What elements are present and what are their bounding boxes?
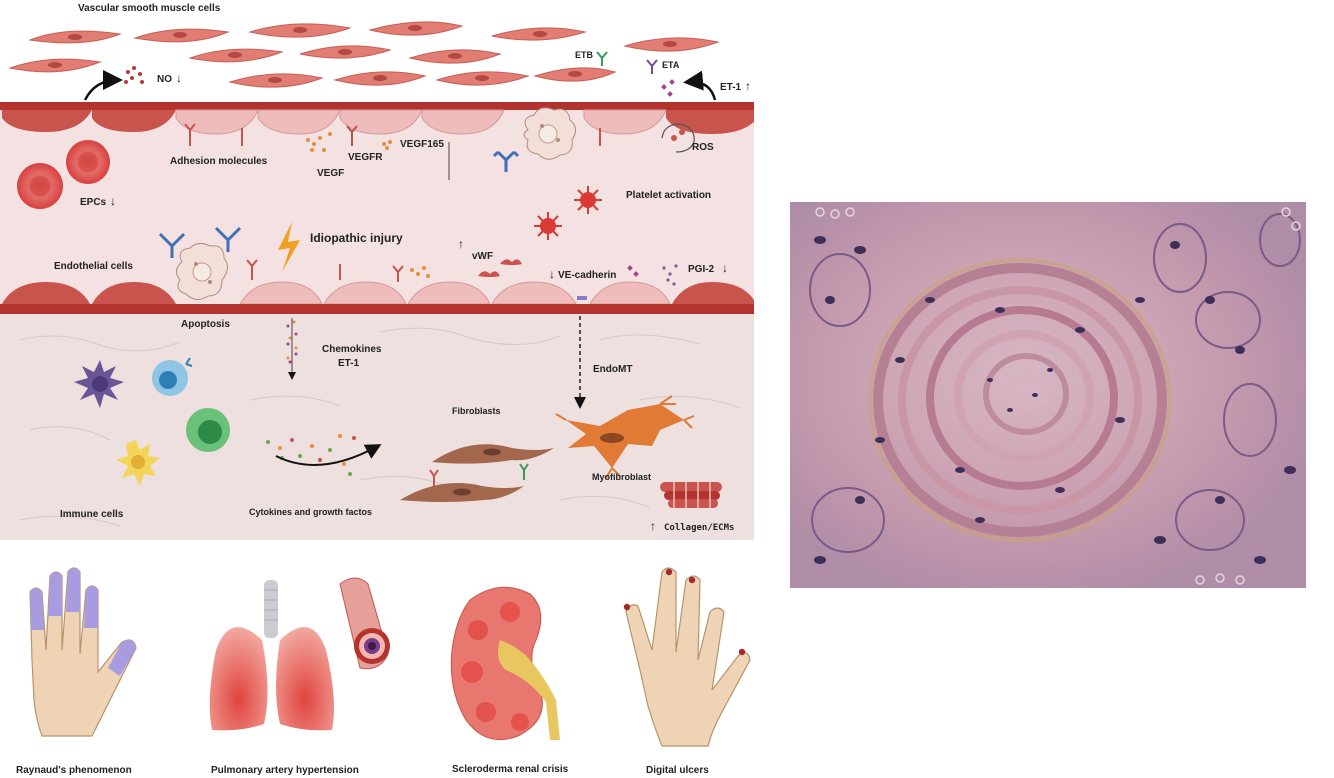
antibody-icon-2 (158, 232, 186, 258)
pgi2-down-arrow-icon: ↓ (722, 261, 728, 275)
antibody-icon (492, 150, 520, 172)
epcs-label: EPCs (80, 197, 107, 208)
src-label: Scleroderma renal crisis (452, 764, 569, 775)
collagen-up-arrow-icon: ↑ (650, 519, 656, 533)
apoptosis-label: Apoptosis (181, 319, 230, 330)
cytokines-label: Cytokines and growth factos (249, 507, 372, 517)
top-endothelium (2, 109, 754, 135)
lungs-icon (209, 580, 334, 731)
kidney-icon (450, 586, 560, 740)
antibody-icon-3 (214, 226, 242, 252)
immune-label: Immune cells (60, 509, 124, 520)
vegf165-label: VEGF165 (400, 139, 444, 150)
vegfr-label: VEGFR (348, 152, 383, 163)
mast-cell-icon (116, 440, 160, 486)
vessel-lumen (0, 110, 754, 308)
vwf-molecules (478, 259, 522, 277)
receptor-icon-2 (246, 259, 258, 280)
vessel-wall-bottom (0, 304, 754, 314)
no-label: NO (157, 74, 172, 85)
vegfr-receptor-icon (346, 125, 358, 146)
etb-receptor-icon (596, 51, 608, 66)
chemokines-label: Chemokines (322, 344, 382, 355)
ulcer-hand-icon (623, 567, 751, 747)
clinical-manifestations: Raynaud's phenomenon Pulmonary artery hy… (16, 567, 751, 776)
vwf-up-arrow-icon: ↑ (458, 237, 464, 251)
vecad-down-arrow-icon: ↓ (549, 267, 555, 281)
eta-label: ETA (662, 60, 680, 70)
interstitium-texture (19, 327, 741, 527)
epcs-down-arrow-icon: ↓ (110, 194, 116, 208)
et1-release-arrow (683, 70, 717, 101)
myofibroblast-label: Myofibroblast (592, 472, 651, 482)
idiopathic-label: Idiopathic injury (310, 231, 403, 245)
vegf165-molecules (382, 140, 392, 150)
smooth-muscle-label: Vascular smooth muscle cells (78, 3, 221, 14)
no-release-arrow (83, 70, 123, 101)
ros-label: ROS (692, 142, 714, 153)
nuclei (814, 236, 1296, 564)
onion-skin-arteriole (868, 258, 1172, 542)
no-down-arrow-icon: ↓ (176, 71, 182, 85)
no-molecules (124, 66, 144, 84)
fibroblast-cells (400, 444, 554, 502)
et1-top-label: ET-1 (720, 82, 742, 93)
fibroblast-receptor-icon-2 (519, 463, 529, 480)
ros-cycle-icon (661, 123, 695, 153)
vwf-label: vWF (472, 251, 493, 262)
pathogenesis-diagram: Vascular smooth muscle cells NO ↓ ETB ET… (0, 0, 754, 540)
etb-label: ETB (575, 50, 594, 60)
immune-cells (74, 357, 230, 486)
et1-molecules (661, 79, 675, 97)
endothelial-label: Endothelial cells (54, 261, 133, 272)
vegf-molecules (306, 132, 332, 152)
pgi2-label: PGI-2 (688, 264, 715, 275)
chemokine-stream (286, 318, 298, 380)
vecad-label: VE-cadherin (558, 270, 616, 281)
apoptotic-cell-icon-2 (176, 242, 228, 300)
pulmonary-artery-icon (339, 577, 390, 670)
macrophage-icon (186, 408, 230, 452)
myofibroblast-cell (555, 395, 695, 479)
vegf-label: VEGF (317, 168, 344, 179)
epc-cells (17, 140, 110, 209)
activated-platelet-icon (534, 186, 602, 240)
raynaud-label: Raynaud's phenomenon (16, 765, 132, 776)
endomt-label: EndoMT (593, 364, 632, 375)
collagen-fibers-icon (660, 482, 722, 508)
vessel-wall-top (0, 102, 754, 110)
pah-label: Pulmonary artery hypertension (211, 765, 359, 776)
lymphocyte-icon (152, 357, 193, 396)
receptor-icon-3 (392, 265, 404, 282)
histology-image (790, 202, 1306, 588)
dendritic-cell-icon (74, 360, 124, 408)
ulcers-label: Digital ulcers (646, 765, 709, 776)
et1-mid-label: ET-1 (338, 358, 360, 369)
pgi2-molecules (662, 264, 678, 286)
et1-up-arrow-icon: ↑ (745, 79, 751, 93)
eta-receptor-icon (646, 59, 658, 74)
vegf-molecules-2 (410, 266, 430, 278)
adhesion-molecule-icon (184, 123, 196, 146)
apoptotic-cell-icon (523, 107, 576, 160)
raynaud-hand-icon (29, 567, 137, 737)
adhesion-label: Adhesion molecules (170, 156, 268, 167)
fibroblasts-label: Fibroblasts (452, 406, 501, 416)
lightning-icon (278, 222, 300, 272)
bottom-endothelium (2, 281, 754, 305)
et1-molecules-2 (627, 265, 639, 277)
collagen-label: Collagen/ECMs (664, 523, 734, 533)
platelet-label: Platelet activation (626, 190, 711, 201)
cytokine-arrow (275, 444, 382, 466)
fibroblast-receptor-icon (429, 469, 439, 488)
